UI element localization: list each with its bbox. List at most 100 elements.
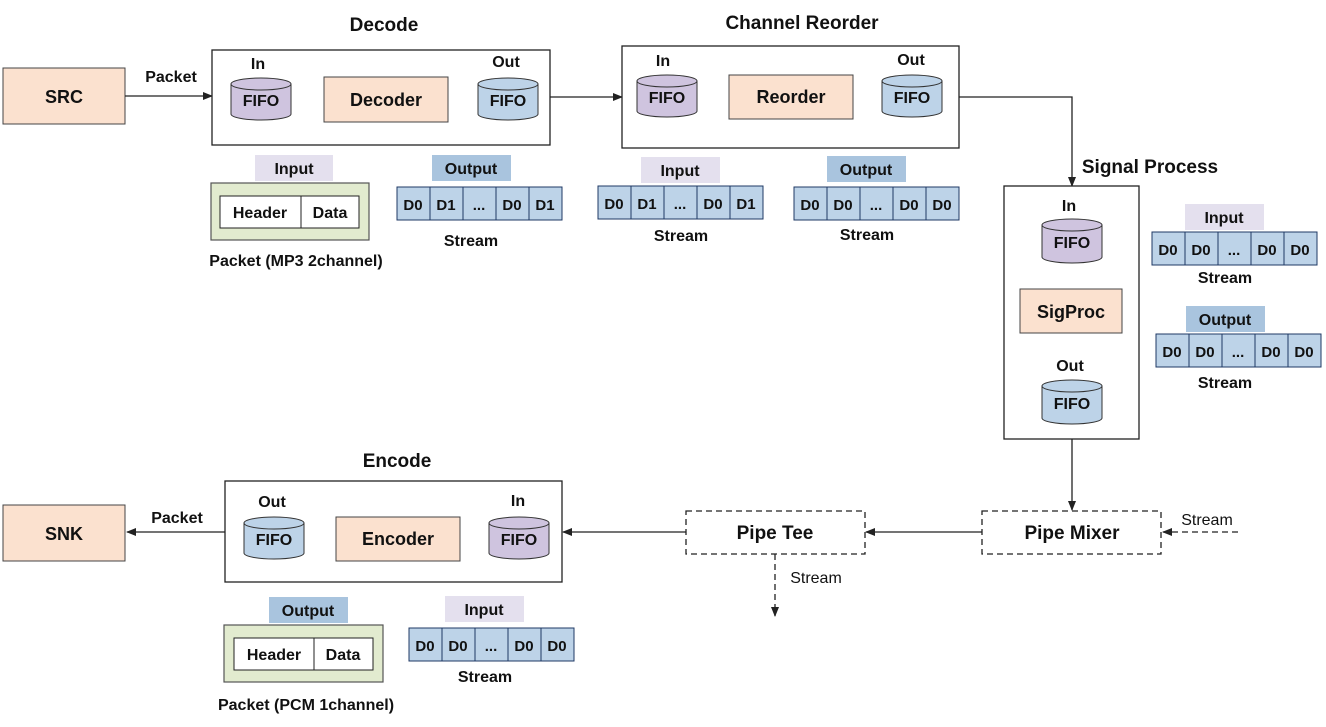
reorder-input-stream: D0 D1 ... D0 D1 xyxy=(597,185,764,220)
decode-input-tag xyxy=(255,155,333,181)
sigproc-fifo-out-label: FIFO xyxy=(1054,396,1090,413)
reorder-fifo-in-label: FIFO xyxy=(649,90,685,107)
stream-cell xyxy=(1151,231,1186,266)
stream-cell-label: D0 xyxy=(415,638,434,655)
decoder-module[interactable] xyxy=(323,76,449,123)
snk-node[interactable] xyxy=(2,504,126,562)
stream-cell xyxy=(441,627,476,662)
decode-title: Decode xyxy=(350,15,419,36)
reorder-fifo-in-icon xyxy=(636,74,698,118)
decode-stream-caption: Stream xyxy=(444,233,498,250)
sigproc-module[interactable] xyxy=(1019,288,1123,334)
reorder-fifo-out-icon xyxy=(881,74,943,118)
src-packet-label: Packet xyxy=(145,69,197,86)
stream-cell-label: D1 xyxy=(637,196,656,213)
reorder-input-tag xyxy=(641,157,720,183)
reorder-out-label: Out xyxy=(897,52,925,69)
encode-packet-data-cell xyxy=(313,637,374,671)
decode-packet-data: Data xyxy=(313,205,348,222)
decode-packet-header: Header xyxy=(233,205,287,222)
stream-cell xyxy=(925,186,960,221)
stream-cell xyxy=(1221,333,1256,368)
encode-input-tag-label: Input xyxy=(464,602,504,619)
encoder-module[interactable] xyxy=(335,516,461,562)
stream-cell xyxy=(1250,231,1285,266)
stream-cell xyxy=(696,185,731,220)
stream-cell xyxy=(1188,333,1223,368)
src-label: SRC xyxy=(45,87,83,107)
stream-cell-label: D0 xyxy=(604,196,623,213)
stream-cell-label: D0 xyxy=(1294,344,1313,361)
stream-cell-label: D1 xyxy=(736,196,755,213)
stream-cell xyxy=(507,627,542,662)
encode-input-tag xyxy=(445,596,524,622)
reorder-title: Channel Reorder xyxy=(725,13,879,34)
encoder-module-label: Encoder xyxy=(362,529,434,549)
stream-cell-label: D0 xyxy=(1290,242,1309,259)
sigproc-fifo-in-label: FIFO xyxy=(1054,235,1090,252)
decode-input-tag-label: Input xyxy=(274,161,314,178)
sigproc-input-caption: Stream xyxy=(1198,270,1252,287)
encode-title: Encode xyxy=(363,451,432,472)
stream-cell xyxy=(1217,231,1252,266)
src-node[interactable] xyxy=(2,67,126,125)
encode-out-label: Out xyxy=(258,494,286,511)
stream-cell xyxy=(396,186,431,221)
reorder-to-sigproc-arrow xyxy=(959,96,1076,187)
stream-cell-label: D0 xyxy=(1158,242,1177,259)
tee-stream-label: Stream xyxy=(790,570,842,587)
reorder-module[interactable] xyxy=(728,74,854,120)
sigproc-output-stream: D0 D0 ... D0 D0 xyxy=(1155,333,1322,368)
stream-cell-label: D0 xyxy=(800,197,819,214)
reorder-output-tag-label: Output xyxy=(840,162,893,179)
encode-stream-caption: Stream xyxy=(458,669,512,686)
sigproc-in-label: In xyxy=(1062,198,1076,215)
stream-cell xyxy=(540,627,575,662)
stream-cell-label: D0 xyxy=(514,638,533,655)
decode-fifo-in-label: FIFO xyxy=(243,93,279,110)
sigproc-input-stream: D0 D0 ... D0 D0 xyxy=(1151,231,1318,266)
pipe-mixer-node[interactable] xyxy=(981,510,1162,555)
decode-fifo-in-icon xyxy=(230,77,292,121)
sigproc-out-label: Out xyxy=(1056,358,1084,375)
decode-output-tag xyxy=(432,155,511,181)
decode-fifo-out-label: FIFO xyxy=(490,93,526,110)
snk-label: SNK xyxy=(45,524,83,544)
stream-cell-label: ... xyxy=(485,638,498,655)
encode-packet-header: Header xyxy=(247,647,301,664)
stream-cell xyxy=(1283,231,1318,266)
stream-cell-label: D0 xyxy=(899,197,918,214)
pipe-tee-label: Pipe Tee xyxy=(737,523,814,544)
pipe-mixer-label: Pipe Mixer xyxy=(1024,523,1120,544)
encode-in-label: In xyxy=(511,493,525,510)
sigproc-output-caption: Stream xyxy=(1198,375,1252,392)
reorder-input-tag-label: Input xyxy=(660,163,700,180)
decode-packet-header-cell xyxy=(219,195,302,229)
sigproc-input-tag xyxy=(1185,204,1264,230)
sigproc-fifo-out-icon xyxy=(1041,379,1103,425)
stream-cell-label: D0 xyxy=(1191,242,1210,259)
stream-cell-label: D0 xyxy=(833,197,852,214)
reorder-in-label: In xyxy=(656,53,670,70)
reorder-output-caption: Stream xyxy=(840,227,894,244)
reorder-input-caption: Stream xyxy=(654,228,708,245)
decode-fifo-out-icon xyxy=(477,77,539,121)
decode-output-stream: D0 D1 ... D0 D1 xyxy=(396,186,563,221)
encode-fifo-out-label: FIFO xyxy=(256,532,292,549)
sigproc-input-tag-label: Input xyxy=(1204,210,1244,227)
stream-cell xyxy=(630,185,665,220)
stream-cell-label: ... xyxy=(473,197,486,214)
stream-cell-label: ... xyxy=(870,197,883,214)
decode-output-tag-label: Output xyxy=(445,161,498,178)
stream-cell xyxy=(1287,333,1322,368)
reorder-module-label: Reorder xyxy=(756,87,825,107)
stream-cell xyxy=(429,186,464,221)
stream-cell-label: D0 xyxy=(448,638,467,655)
stream-cell-label: ... xyxy=(674,196,687,213)
encode-input-stream: D0 D0 ... D0 D0 xyxy=(408,627,575,662)
sigproc-title: Signal Process xyxy=(1082,157,1218,178)
snk-packet-label: Packet xyxy=(151,510,203,527)
stream-cell xyxy=(729,185,764,220)
encode-fifo-out-icon xyxy=(243,516,305,560)
stream-cell-label: D0 xyxy=(1261,344,1280,361)
